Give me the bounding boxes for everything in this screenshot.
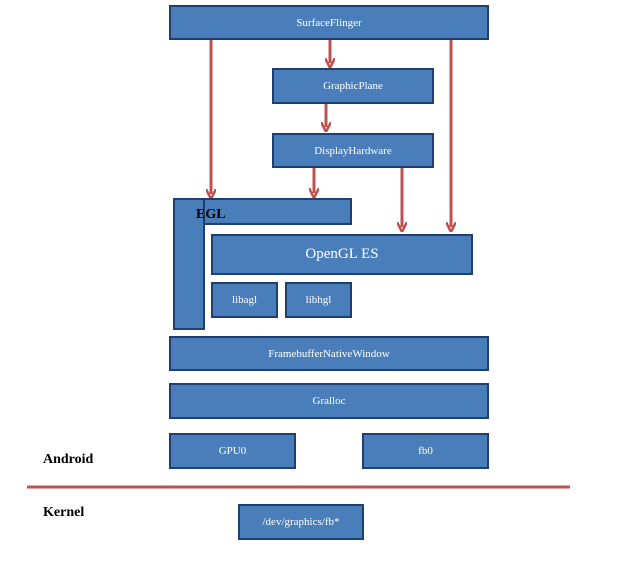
egl-corner-fill [175, 200, 203, 223]
egl-label: EGL [196, 207, 226, 222]
libhgl-box: libhgl [285, 282, 352, 318]
gralloc-label: Gralloc [312, 395, 346, 407]
surfaceflinger-label: SurfaceFlinger [296, 16, 362, 29]
kernel-region-label: Kernel [43, 505, 85, 520]
libagl-label: libagl [231, 294, 258, 306]
fb0-box: fb0 [362, 433, 489, 469]
fb0-label: fb0 [418, 445, 433, 457]
graphicplane-label: GraphicPlane [323, 80, 383, 92]
libhgl-label: libhgl [305, 294, 332, 306]
android-region-label: Android [43, 452, 94, 467]
framebuffer-native-window-label: FramebufferNativeWindow [268, 347, 390, 360]
framebuffer-native-window-box: FramebufferNativeWindow [169, 336, 489, 371]
libagl-box: libagl [211, 282, 278, 318]
dev-graphics-fb-box: /dev/graphics/fb* [238, 504, 364, 540]
surfaceflinger-box: SurfaceFlinger [169, 5, 489, 40]
displayhardware-box: DisplayHardware [272, 133, 434, 168]
opengl-es-label: OpenGL ES [305, 246, 379, 262]
gralloc-box: Gralloc [169, 383, 489, 419]
gpu0-label: GPU0 [218, 445, 247, 457]
gpu0-box: GPU0 [169, 433, 296, 469]
dev-graphics-fb-label: /dev/graphics/fb* [262, 516, 340, 528]
opengl-es-box: OpenGL ES [211, 234, 473, 275]
displayhardware-label: DisplayHardware [314, 144, 392, 157]
graphicplane-box: GraphicPlane [272, 68, 434, 104]
